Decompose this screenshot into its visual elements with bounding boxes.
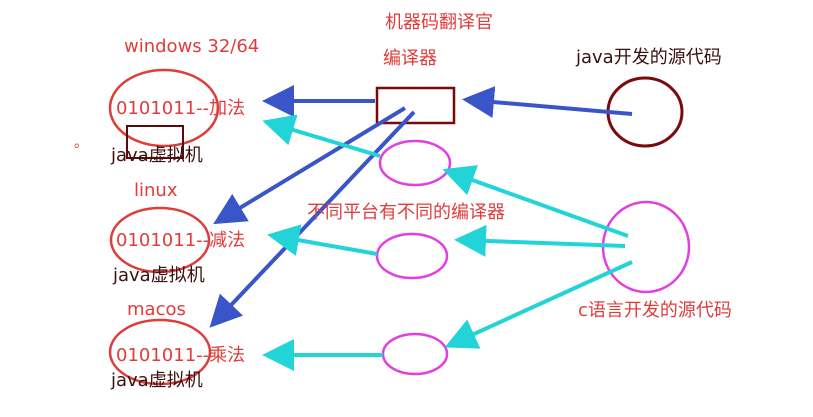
machine-code-linux: 0101011--减法	[116, 230, 246, 251]
os-label-windows: windows 32/64	[124, 36, 260, 57]
jvm-box	[126, 125, 184, 159]
compiler-ellipse-linux	[375, 232, 449, 280]
c-source-label: c语言开发的源代码	[578, 300, 732, 321]
arrow-java-to-compiler	[462, 86, 633, 119]
vm-label-macos: java虚拟机	[111, 370, 203, 391]
compiler-box	[375, 86, 456, 125]
machine-code-windows: 0101011--加法	[116, 98, 246, 119]
compiler-ellipse-macos	[381, 332, 449, 376]
arrow-compiler-to-linux	[213, 106, 407, 225]
translator-title: 机器码翻译官	[385, 12, 493, 33]
os-label-macos: macos	[127, 299, 186, 320]
arrow-compiler-to-macos	[209, 110, 416, 328]
arrow-c-to-compiler-macos	[444, 260, 633, 349]
os-label-linux: linux	[134, 180, 178, 201]
arrow-c-to-compiler-linux	[454, 224, 626, 257]
machine-code-macos: 0101011--乘法	[116, 345, 246, 366]
arrow-c-to-compiler-windows	[442, 165, 629, 238]
java-source-label: java开发的源代码	[576, 47, 722, 68]
compiler-ellipse-windows	[378, 139, 452, 187]
vm-label-linux: java虚拟机	[113, 265, 205, 286]
compiler-label: 编译器	[383, 48, 437, 69]
platform-note: 不同平台有不同的编译器	[307, 202, 505, 223]
windows-node	[108, 68, 220, 148]
dot-mark: 。	[74, 135, 88, 151]
linux-node	[109, 206, 211, 274]
macos-node	[108, 318, 212, 386]
arrow-compiler-to-linux-cyan	[267, 224, 378, 256]
vm-label-windows: java虚拟机	[111, 145, 203, 166]
arrow-compiler-to-windows-cyan	[262, 114, 381, 158]
